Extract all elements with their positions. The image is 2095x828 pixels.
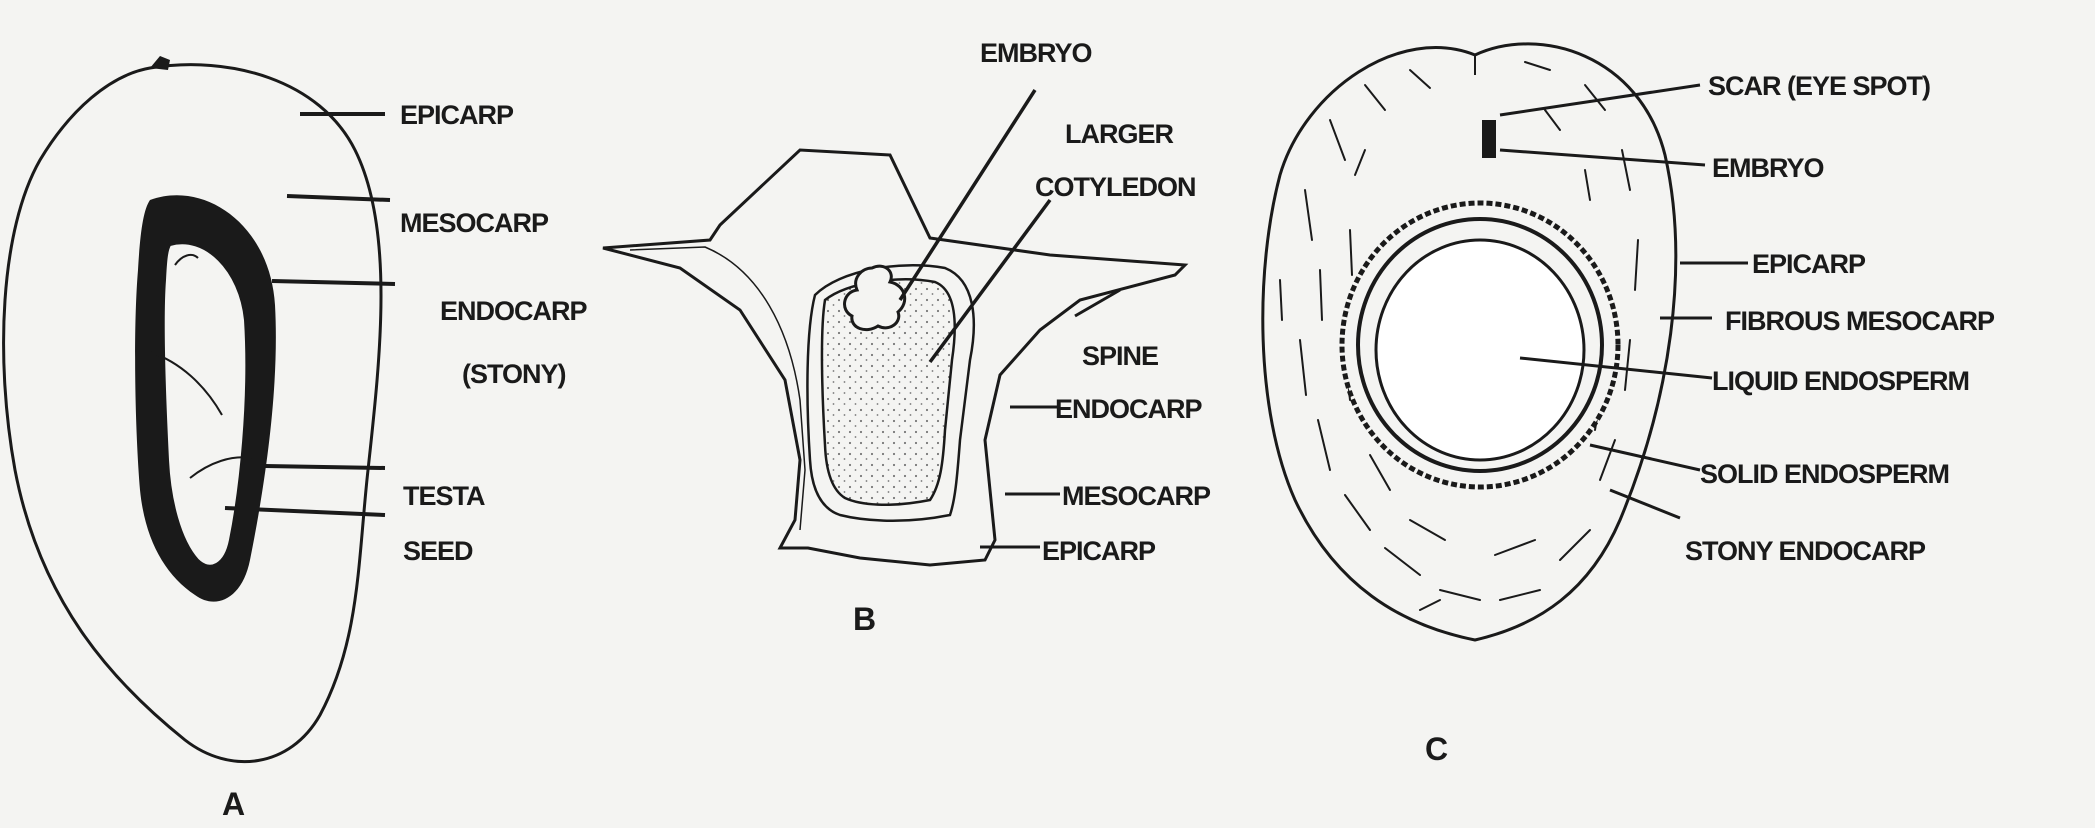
label-solid-endosperm-c: SOLID ENDOSPERM [1700,459,1949,489]
seed-cavity [164,243,247,565]
leader-endocarp-a [272,281,395,284]
label-mesocarp-a: MESOCARP [400,208,549,238]
label-seed-a: SEED [403,536,473,566]
label-testa-a: TESTA [403,481,485,511]
label-epicarp-a: EPICARP [400,100,514,130]
label-endocarp-b: ENDOCARP [1055,394,1203,424]
label-embryo-b: EMBRYO [980,38,1092,68]
leader-mesocarp-a [287,196,390,200]
label-endocarp-stony-a: (STONY) [462,359,566,389]
label-spine-b: SPINE [1082,341,1158,371]
label-epicarp-b: EPICARP [1042,536,1156,566]
figure-c: SCAR (EYE SPOT) EMBRYO EPICARP FIBROUS M… [1263,44,1995,767]
caption-b: B [853,601,875,637]
label-stony-endocarp-c: STONY ENDOCARP [1685,536,1926,566]
label-scar-c: SCAR (EYE SPOT) [1708,71,1930,101]
caption-c: C [1425,731,1448,767]
figure-b: EMBRYO LARGER COTYLEDON SPINE ENDOCARP M… [603,38,1211,637]
figure-a: EPICARP MESOCARP ENDOCARP (STONY) TESTA … [4,56,588,822]
label-cotyledon-b: COTYLEDON [1035,172,1196,202]
leader-testa-a [265,466,385,468]
label-mesocarp-b: MESOCARP [1062,481,1211,511]
fruit-a-tip [150,56,170,70]
embryo-c [1482,120,1496,158]
label-embryo-c: EMBRYO [1712,153,1824,183]
label-epicarp-c: EPICARP [1752,249,1866,279]
label-larger-b: LARGER [1065,119,1174,149]
liquid-endosperm-cavity [1376,240,1584,460]
caption-a: A [222,786,245,822]
label-fibrous-mesocarp-c: FIBROUS MESOCARP [1725,306,1995,336]
label-liquid-endosperm-c: LIQUID ENDOSPERM [1712,366,1969,396]
label-endocarp-a: ENDOCARP [440,296,588,326]
